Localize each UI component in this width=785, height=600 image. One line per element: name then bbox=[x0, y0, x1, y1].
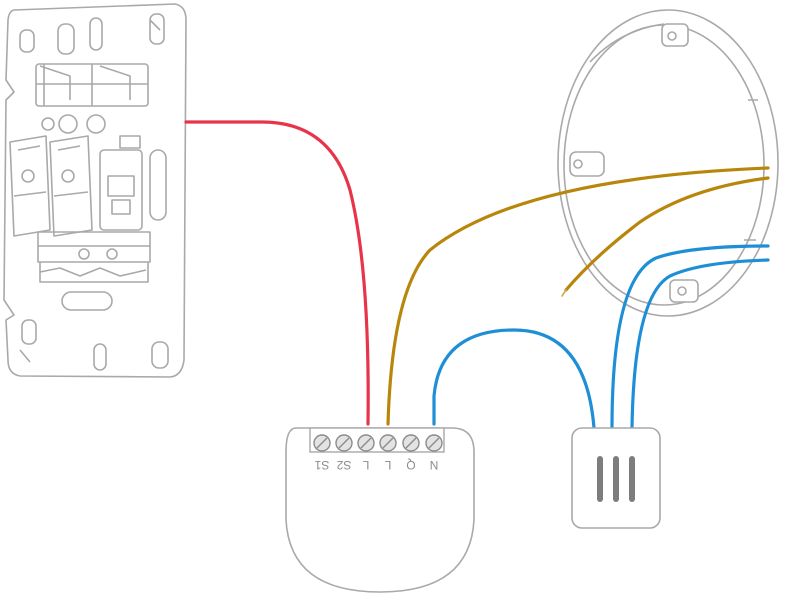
red-wire bbox=[184, 120, 370, 426]
terminal-label-q: Q bbox=[406, 458, 415, 472]
double-rocker-switch-icon bbox=[3, 3, 187, 378]
terminal-label-s2: S2 bbox=[336, 458, 351, 472]
relay-module-icon: S1 S2 L L Q N bbox=[285, 427, 475, 593]
terminal-label-s1: S1 bbox=[314, 458, 329, 472]
connector-slot-2 bbox=[613, 456, 619, 502]
terminal-label-l1: L bbox=[362, 458, 369, 472]
box-lug-left bbox=[569, 151, 605, 177]
blue-wire-module bbox=[432, 328, 596, 430]
wago-connector-icon bbox=[571, 427, 661, 529]
wires bbox=[184, 120, 770, 430]
terminal-label-n: N bbox=[430, 458, 439, 472]
brown-wire-loose bbox=[564, 176, 770, 292]
blue-wire-box-1 bbox=[610, 244, 770, 430]
terminal-label-l2: L bbox=[384, 458, 391, 472]
box-lug-top bbox=[661, 23, 689, 47]
blue-wire-box-2 bbox=[630, 258, 770, 430]
connector-slot-1 bbox=[597, 456, 603, 502]
brown-wire-to-module bbox=[386, 166, 770, 426]
junction-box-icon bbox=[557, 9, 779, 317]
box-lug-bottom bbox=[669, 279, 699, 303]
connector-slot-3 bbox=[629, 456, 635, 502]
